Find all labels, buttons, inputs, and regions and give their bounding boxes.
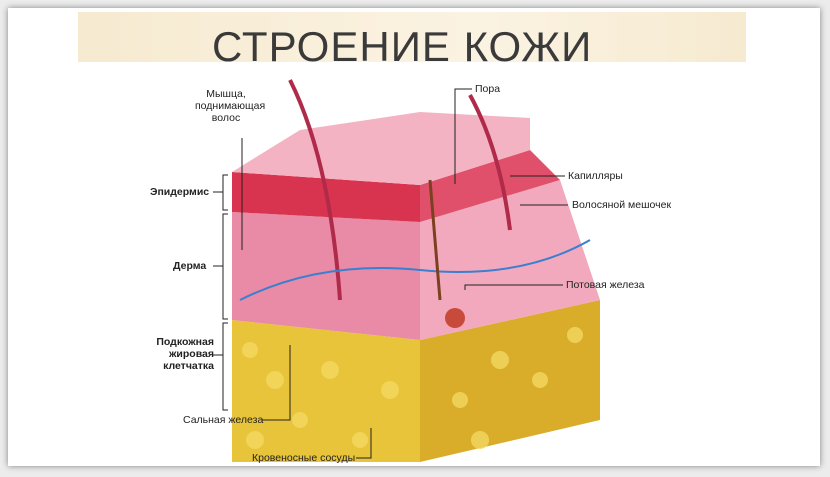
title-banner: СТРОЕНИЕ КОЖИ xyxy=(78,12,746,70)
label-line: клетчатка xyxy=(163,360,214,372)
label-dermis: Дерма xyxy=(173,260,207,272)
sweat-gland xyxy=(445,308,465,328)
label-pore: Пора xyxy=(475,83,501,95)
label-hair-follicle: Волосяной мешочек xyxy=(572,199,672,211)
label-muscle: Мышца, поднимающая волос xyxy=(195,88,266,124)
label-blood-vessels: Кровеносные сосуды xyxy=(252,452,356,464)
hair xyxy=(468,94,512,231)
sweat-duct xyxy=(428,179,442,301)
epidermis-side xyxy=(420,150,560,222)
dermis-front xyxy=(232,212,420,340)
blood-vessel xyxy=(239,239,591,301)
dermis-side xyxy=(420,180,600,340)
label-line: жировая xyxy=(168,348,214,360)
label-line: поднимающая xyxy=(195,100,266,112)
label-subcutaneous: Подкожная жировая клетчатка xyxy=(148,336,214,372)
slide-title: СТРОЕНИЕ КОЖИ xyxy=(212,23,593,70)
label-sebaceous-gland: Сальная железа xyxy=(183,414,264,426)
label-line: Мышца, xyxy=(206,88,246,100)
label-line: волос xyxy=(211,112,241,124)
label-sweat-gland: Потовая железа xyxy=(566,279,645,291)
hair xyxy=(288,79,342,301)
subcutaneous-layer-front xyxy=(232,320,420,462)
label-epidermis: Эпидермис xyxy=(150,186,210,198)
label-capillaries: Капилляры xyxy=(568,170,623,182)
label-line: Подкожная xyxy=(156,336,214,348)
subcutaneous-layer-side xyxy=(420,300,600,462)
